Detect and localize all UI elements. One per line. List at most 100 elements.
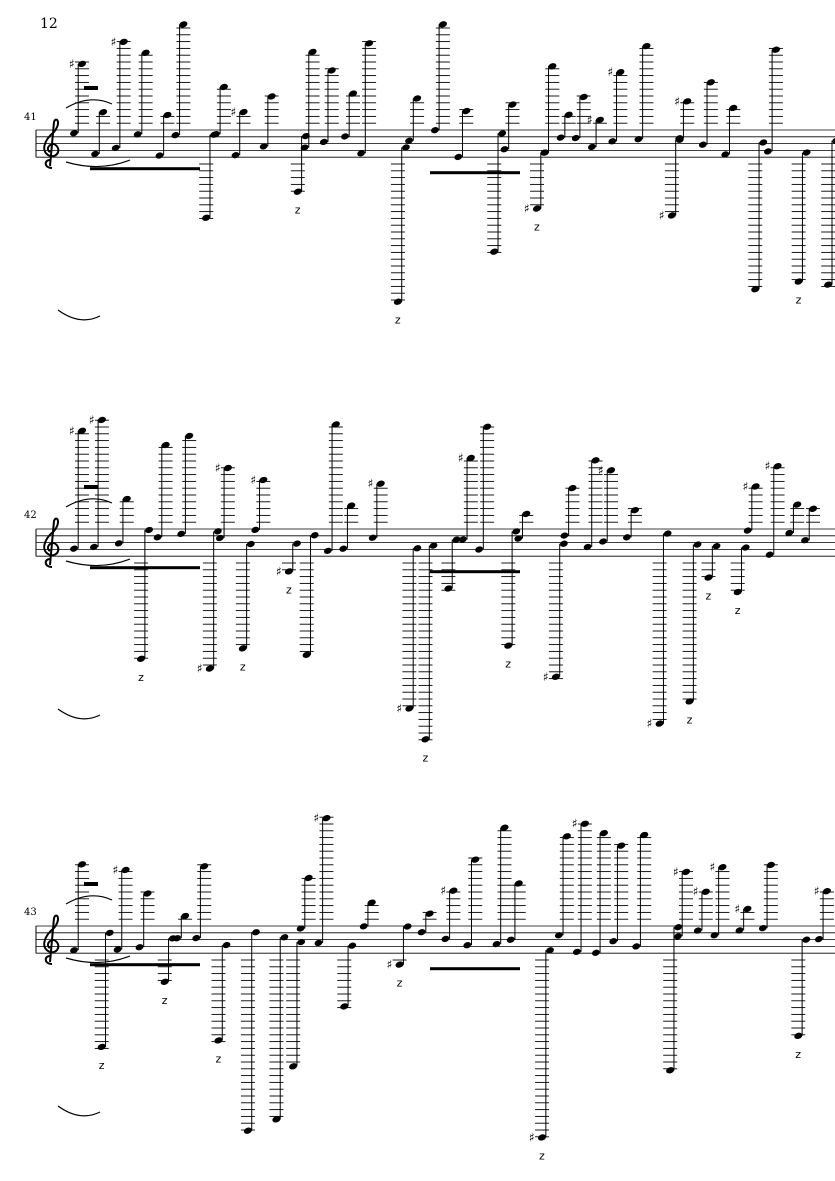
- rest-icon: z: [162, 994, 168, 1007]
- notehead: [500, 824, 509, 831]
- rest-icon: z: [138, 671, 144, 684]
- notehead: [785, 529, 794, 537]
- notehead: [438, 21, 447, 28]
- notehead: [284, 568, 294, 575]
- rest-icon: z: [215, 1052, 221, 1065]
- rest-icon: z: [423, 751, 429, 764]
- notehead: [301, 132, 310, 140]
- notehead: [214, 1037, 223, 1044]
- notehead: [721, 151, 730, 158]
- notehead: [710, 932, 719, 939]
- notehead: [663, 530, 672, 537]
- beam: [430, 967, 520, 971]
- notehead: [802, 936, 811, 943]
- notehead: [297, 938, 306, 946]
- sharp-accidental: ♯: [607, 65, 613, 79]
- notehead: [90, 543, 98, 551]
- sharp-accidental: ♯: [458, 451, 464, 465]
- treble-clef-icon: [43, 118, 60, 169]
- notehead: [591, 457, 600, 464]
- notehead: [99, 108, 108, 116]
- notehead: [801, 537, 809, 544]
- notehead: [119, 38, 128, 46]
- notehead: [192, 934, 201, 942]
- notehead: [674, 924, 683, 931]
- measure-number-43: 43: [24, 907, 37, 918]
- notehead: [564, 111, 573, 118]
- sharp-accidental: ♯: [765, 459, 771, 473]
- notehead: [296, 925, 305, 932]
- rest-icon: z: [687, 713, 693, 726]
- measure-number-42: 42: [24, 510, 37, 521]
- notehead: [706, 79, 715, 86]
- notehead: [431, 127, 439, 134]
- notehead: [640, 831, 649, 839]
- notehead: [365, 40, 374, 47]
- notehead: [97, 1043, 106, 1051]
- notehead: [642, 42, 651, 50]
- notehead: [599, 829, 608, 837]
- notehead: [463, 942, 472, 949]
- notehead: [413, 95, 422, 102]
- notehead: [560, 532, 569, 539]
- notehead: [616, 69, 625, 76]
- notehead: [402, 144, 410, 151]
- notehead: [327, 67, 336, 74]
- sharp-accidental: ♯: [197, 662, 203, 676]
- notehead: [471, 856, 480, 863]
- slur: [65, 159, 131, 168]
- notehead: [506, 936, 515, 943]
- notehead: [280, 934, 289, 941]
- notehead: [562, 833, 571, 840]
- sharp-accidental: ♯: [250, 473, 256, 487]
- rest-icon: z: [795, 1048, 801, 1061]
- notehead: [572, 948, 581, 955]
- notehead: [289, 1063, 298, 1070]
- notehead: [231, 152, 240, 159]
- notehead: [417, 929, 426, 936]
- notehead: [822, 888, 831, 895]
- multi-rest: [84, 485, 98, 489]
- notehead: [449, 887, 458, 894]
- sharp-accidental: ♯: [543, 670, 549, 684]
- notehead: [743, 527, 752, 534]
- rest-icon: z: [397, 977, 403, 990]
- slur: [65, 498, 113, 508]
- notehead: [211, 131, 220, 138]
- notehead: [259, 143, 268, 150]
- notehead: [133, 131, 142, 138]
- sharp-accidental: ♯: [215, 461, 221, 475]
- notehead: [560, 540, 568, 547]
- sharp-accidental: ♯: [387, 958, 393, 972]
- notehead: [219, 83, 228, 91]
- sharp-accidental: ♯: [368, 477, 374, 491]
- notehead: [319, 138, 328, 146]
- sharp-accidental: ♯: [814, 884, 820, 898]
- notehead: [759, 139, 768, 146]
- notehead: [91, 150, 99, 158]
- notehead: [421, 736, 430, 743]
- notehead: [441, 935, 450, 943]
- notehead: [376, 480, 385, 487]
- notehead: [587, 143, 596, 151]
- beam: [430, 570, 520, 574]
- sharp-accidental: ♯: [69, 424, 75, 438]
- rest-icon: z: [295, 204, 301, 217]
- notehead: [205, 665, 214, 672]
- notehead: [323, 547, 332, 554]
- notehead: [341, 133, 349, 140]
- sharp-accidental: ♯: [659, 208, 665, 222]
- sharp-accidental: ♯: [69, 57, 75, 71]
- notehead: [498, 130, 507, 137]
- notehead: [571, 134, 580, 142]
- notehead: [222, 941, 231, 949]
- notehead: [113, 946, 122, 953]
- notehead: [238, 645, 247, 652]
- sharp-accidental: ♯: [111, 35, 117, 49]
- notehead: [751, 483, 760, 490]
- multi-rest: [84, 86, 98, 90]
- notehead: [701, 888, 710, 895]
- notehead: [606, 467, 616, 474]
- notehead: [794, 1032, 803, 1040]
